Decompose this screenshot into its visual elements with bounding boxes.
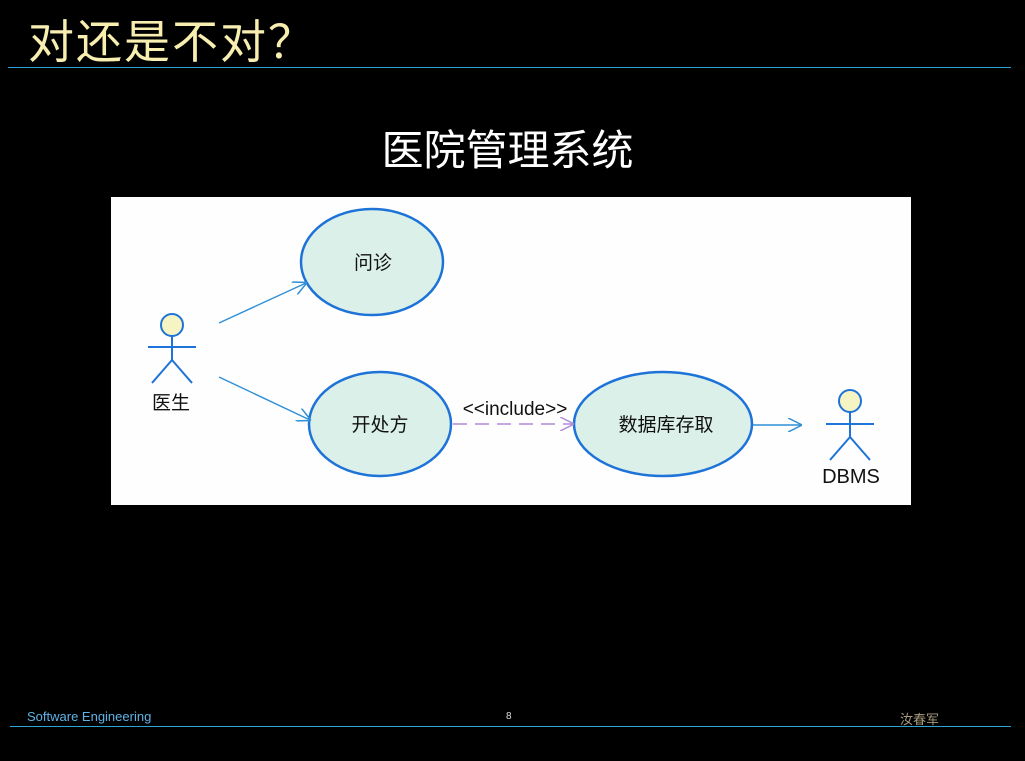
footer-page-number: 8 bbox=[506, 711, 512, 722]
use-case-consult-label: 问诊 bbox=[354, 252, 392, 274]
actor-dbms-label: DBMS bbox=[822, 466, 880, 488]
diagram-title-text: 医院管理系统 bbox=[381, 126, 634, 175]
arrow-doctor-consult bbox=[218, 283, 306, 324]
title-divider bbox=[8, 67, 1011, 68]
arrow-doctor-prescribe bbox=[218, 376, 310, 420]
slide-title: 对还是不对？ bbox=[28, 15, 316, 69]
actor-doctor-label: 医生 bbox=[152, 392, 190, 414]
use-case-prescribe: 开处方 bbox=[307, 370, 453, 478]
actor-dbms-head bbox=[838, 389, 862, 413]
use-case-prescribe-label: 开处方 bbox=[351, 414, 408, 436]
actor-doctor: 医生 bbox=[148, 313, 196, 414]
use-case-diagram-svg: 医生 DBMS 问诊 开处方 bbox=[148, 207, 880, 488]
actor-dbms: DBMS bbox=[822, 389, 880, 488]
footer-author: 汝春军 bbox=[900, 713, 940, 728]
footer-divider bbox=[10, 726, 1011, 727]
footer-course: Software Engineering bbox=[27, 709, 152, 724]
diagram-title: 医院管理系统 bbox=[0, 117, 1025, 178]
use-case-consult: 问诊 bbox=[299, 207, 445, 317]
actor-doctor-head bbox=[160, 313, 184, 337]
use-case-db-access: 数据库存取 bbox=[572, 370, 754, 478]
use-case-diagram: 医生 DBMS 问诊 开处方 bbox=[111, 197, 911, 505]
include-label: <<include>> bbox=[463, 399, 568, 420]
use-case-db-access-label: 数据库存取 bbox=[618, 414, 713, 436]
